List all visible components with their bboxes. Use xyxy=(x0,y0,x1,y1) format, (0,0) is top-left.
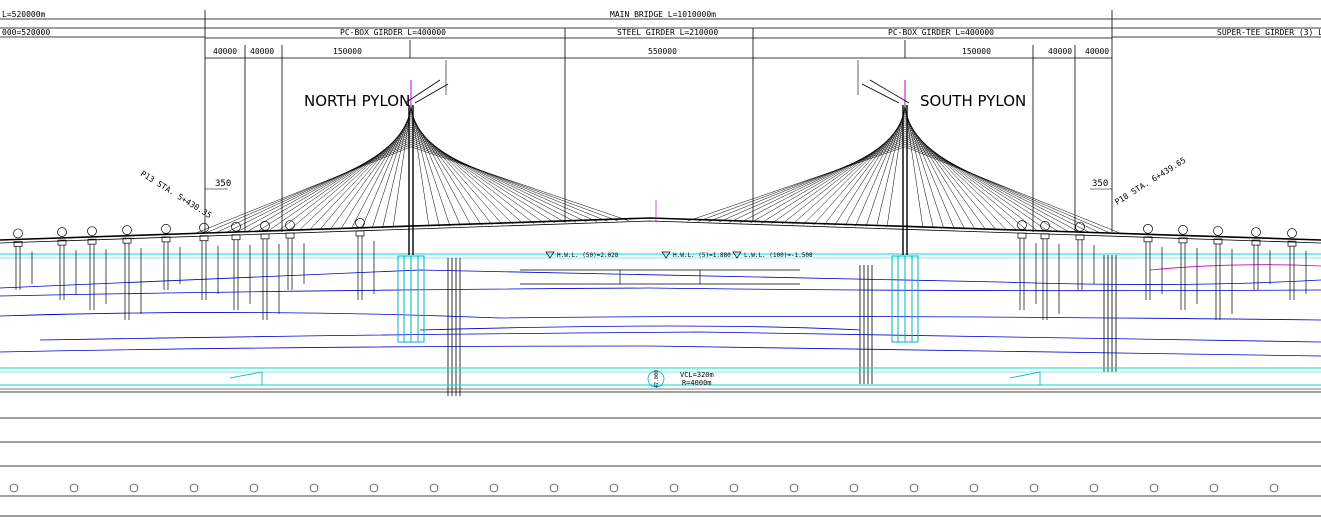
soil-layers xyxy=(0,264,1321,357)
span-right-2: 40000 xyxy=(1048,47,1072,56)
south-foundation xyxy=(891,255,919,343)
super-tee-label: SUPER-TEE GIRDER (3) L=10 xyxy=(1217,28,1321,37)
hwl-50-label: H.W.L. (50)=2.028 xyxy=(557,252,619,259)
water-level-markers xyxy=(520,200,800,285)
dim-right-label: 350 xyxy=(1092,179,1108,189)
profile-data-table xyxy=(0,391,1321,517)
station-p13-label: P13 STA. 5+430.35 xyxy=(139,169,213,220)
north-pylon xyxy=(404,60,449,255)
lwl-label: L.W.L. (100)=-1.508 xyxy=(744,252,813,259)
grade-value: 47.000 xyxy=(654,370,660,388)
south-pylon xyxy=(857,60,910,255)
span-left-2: 40000 xyxy=(250,47,274,56)
hwl-5-label: H.W.L. (5)=1.880 xyxy=(673,252,731,259)
span-left-3: 150000 xyxy=(333,47,362,56)
stay-cables xyxy=(193,104,1123,235)
profile-band xyxy=(0,367,1321,390)
dim-left-label: 350 xyxy=(215,179,231,189)
span-right-3: 40000 xyxy=(1085,47,1109,56)
table-entries xyxy=(9,483,1279,493)
vcl-label: VCL=320m xyxy=(680,371,714,379)
north-pylon-label: NORTH PYLON xyxy=(304,92,410,110)
main-bridge-label: MAIN BRIDGE L=1010000m xyxy=(610,10,716,19)
left-range-label: 000=520000 xyxy=(2,28,50,37)
deep-piles xyxy=(447,255,1117,396)
span-center: 550000 xyxy=(648,47,677,56)
header-frame xyxy=(0,10,1321,232)
steel-girder-label: STEEL GIRDER L=210000 xyxy=(617,28,718,37)
pc-box-right-label: PC-BOX GIRDER L=400000 xyxy=(888,28,994,37)
station-p18-label: P18 STA. 6+439.65 xyxy=(1113,156,1187,207)
span-right-1: 150000 xyxy=(962,47,991,56)
bridge-deck xyxy=(0,217,1321,259)
left-total-label: L=520000m xyxy=(2,10,46,19)
span-left-1: 40000 xyxy=(213,47,237,56)
pc-box-left-label: PC-BOX GIRDER L=400000 xyxy=(340,28,446,37)
south-pylon-label: SOUTH PYLON xyxy=(920,92,1026,110)
radius-label: R=4000m xyxy=(682,379,712,387)
pier-bents xyxy=(13,218,1307,320)
north-foundation xyxy=(397,255,425,343)
